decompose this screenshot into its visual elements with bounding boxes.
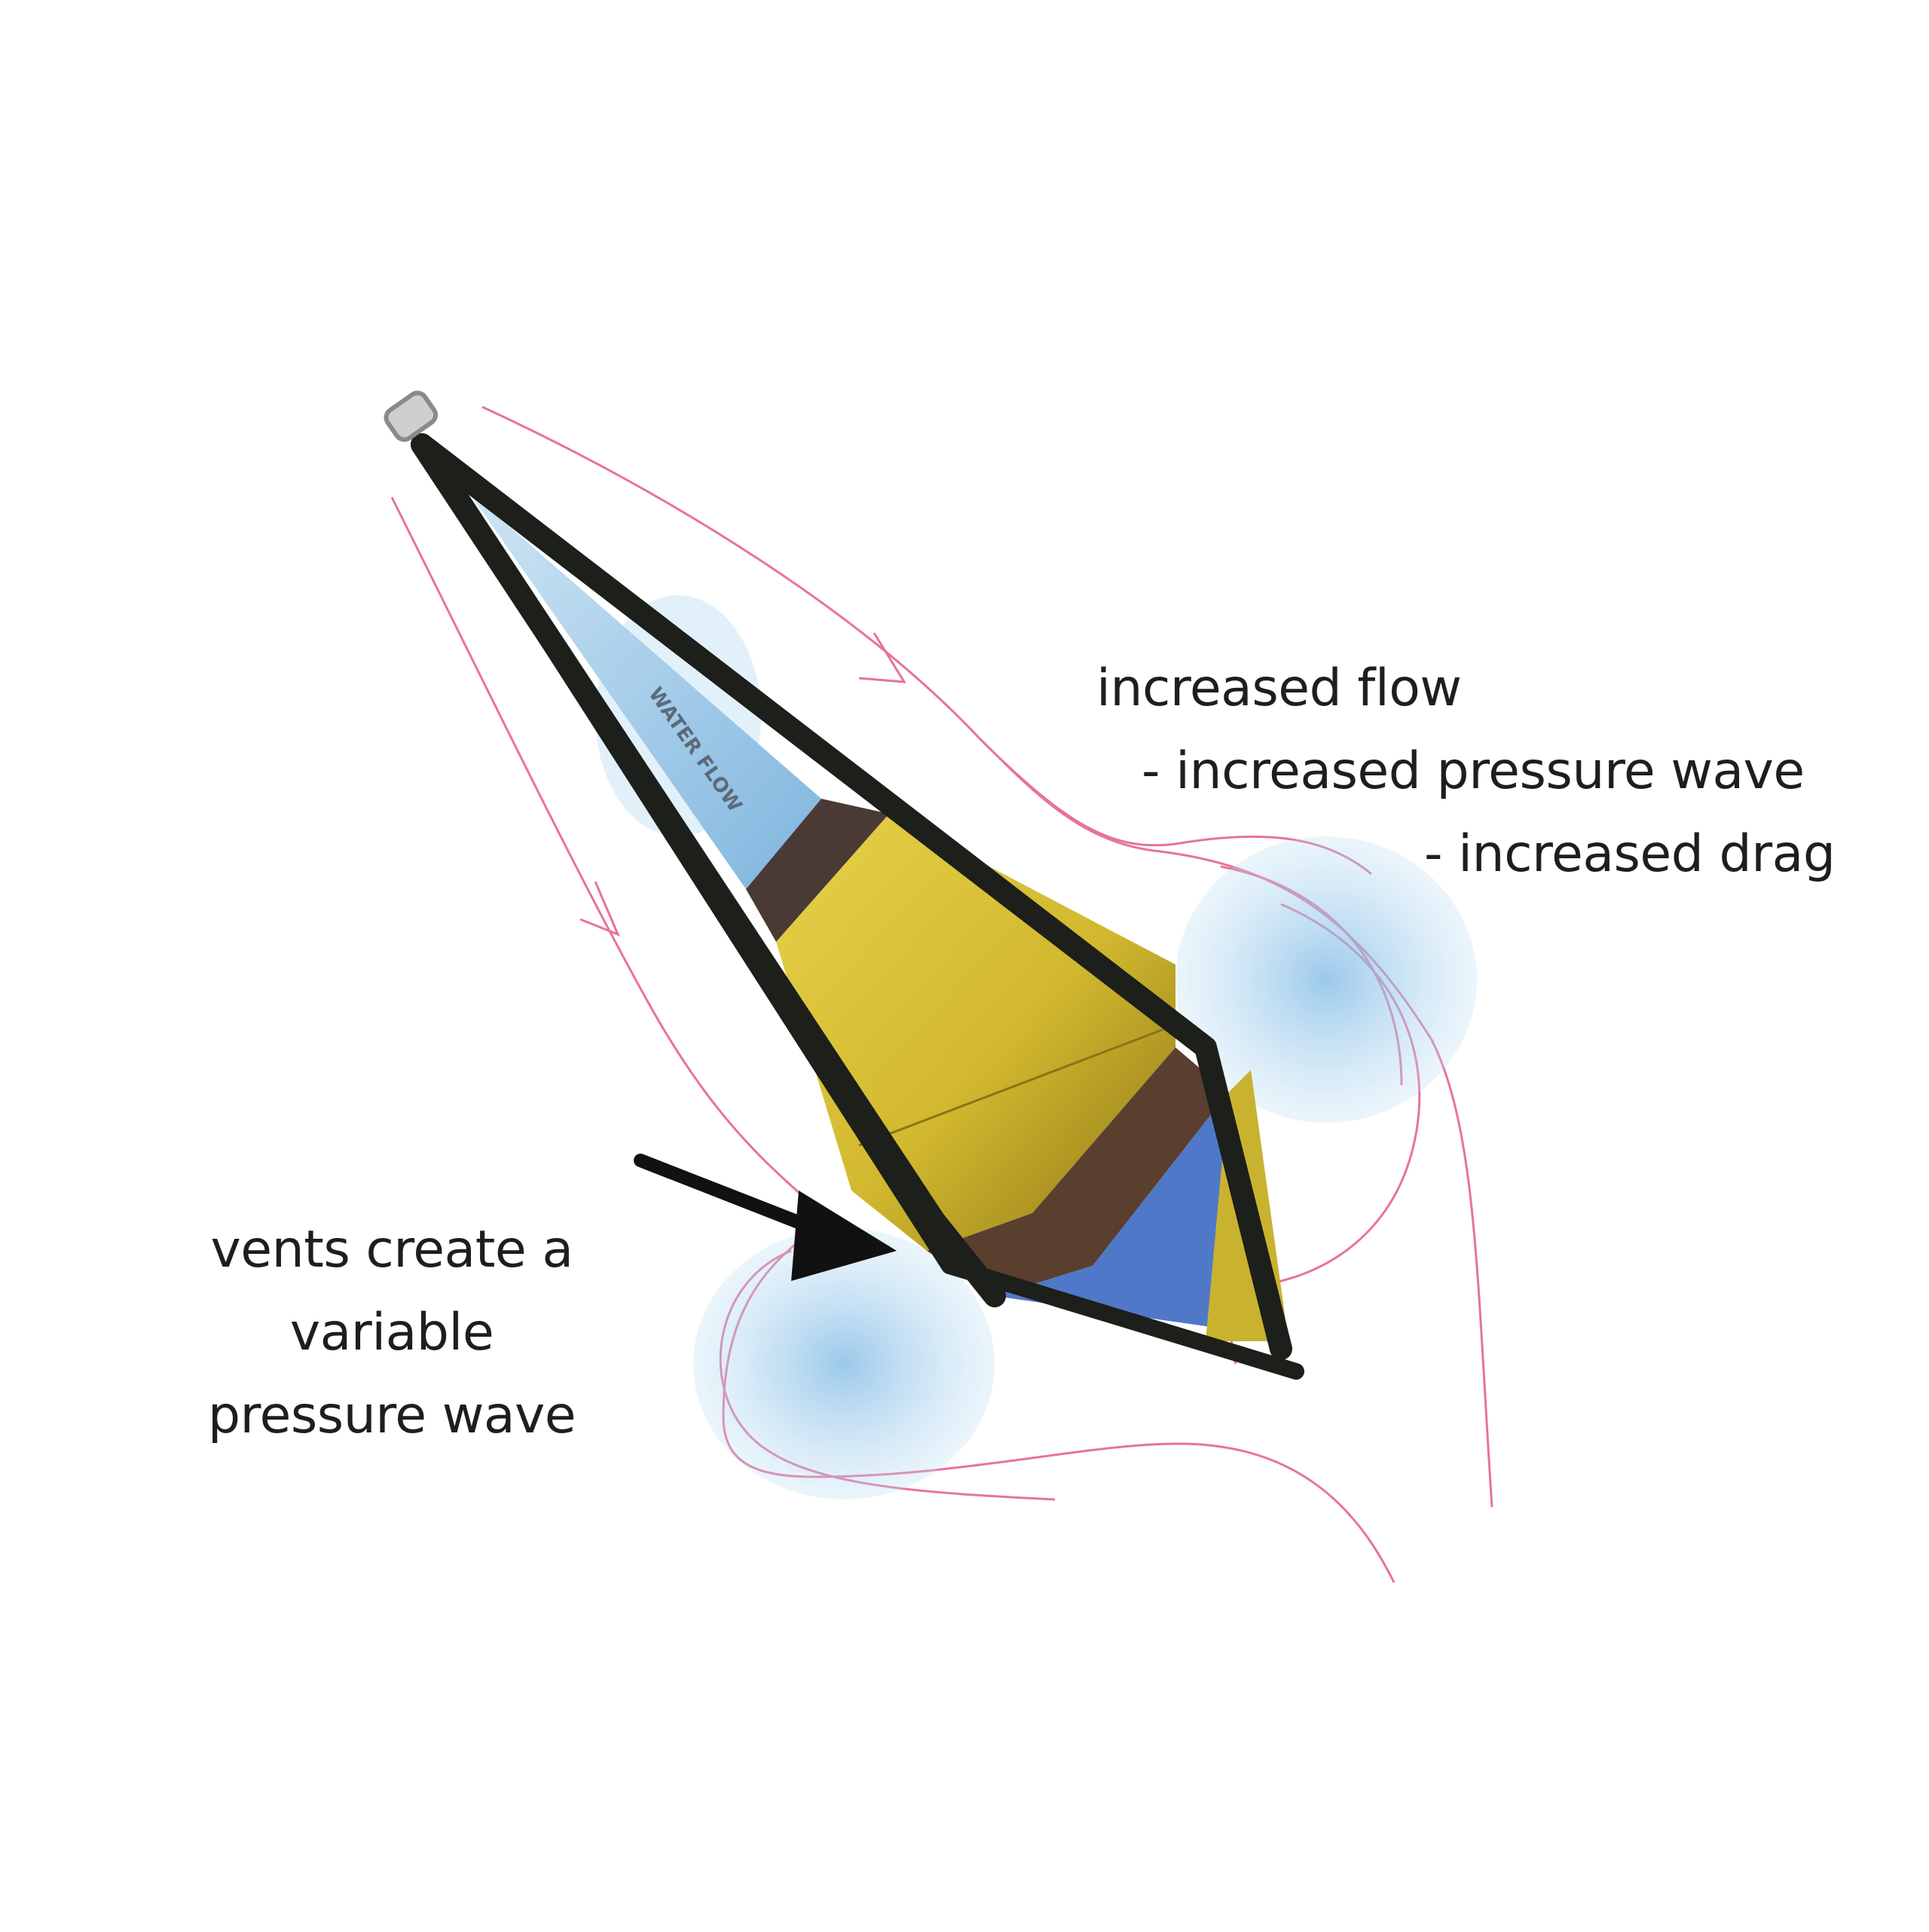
flow-line-left <box>390 497 830 1222</box>
swivel-shackle <box>384 390 439 442</box>
flow-label-line2: - increased pressure wave <box>1142 741 1805 801</box>
mouth-panel <box>467 490 821 889</box>
tail-panel <box>995 1093 1281 1341</box>
swivel <box>384 390 439 442</box>
vents-label-line2: variable <box>289 1303 494 1362</box>
flow-arrowhead <box>858 632 906 683</box>
spray-cloud-right <box>1175 836 1477 1123</box>
flow-arrowhead <box>579 881 620 937</box>
arrow-shaft <box>634 1154 821 1235</box>
frame <box>411 433 1304 1380</box>
drogue <box>467 490 1289 1341</box>
upper-band <box>746 799 889 942</box>
bridle-line-center <box>414 436 1304 1380</box>
vents-label-line3: pressure wave <box>207 1386 576 1445</box>
flow-label-line3: - increased drag <box>1424 824 1836 884</box>
flow-label-line1: increased flow <box>1096 659 1462 718</box>
vent-arrow <box>634 1154 897 1281</box>
lower-band <box>927 1047 1228 1296</box>
bridle-line-right <box>411 433 1292 1360</box>
cone-stitching <box>858 1023 1176 1147</box>
spray-cloud-lower <box>693 1228 995 1499</box>
flow-arrowheads <box>579 632 906 937</box>
vents-label-line1: vents create a <box>210 1220 573 1279</box>
arrow-head <box>791 1191 897 1281</box>
